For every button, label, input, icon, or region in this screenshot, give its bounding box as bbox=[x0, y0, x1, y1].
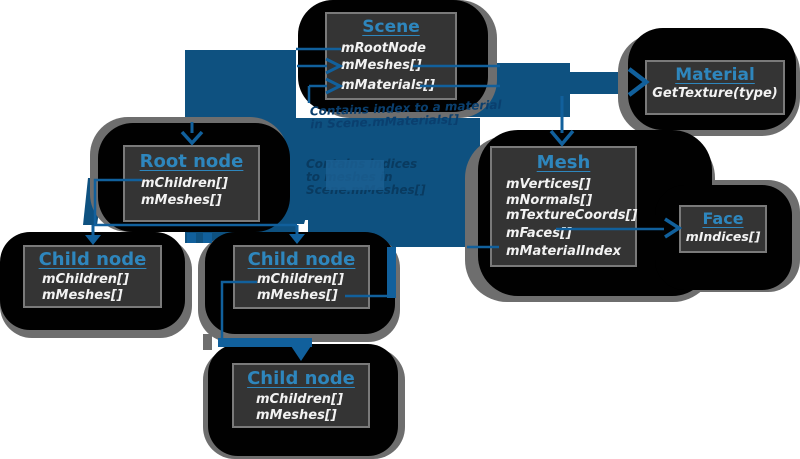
child-node-middle-field: mChildren[] bbox=[257, 272, 344, 287]
root-node-box: Root node mChildren[] mMeshes[] bbox=[123, 145, 260, 222]
material-note: Contains index to a material in Scene.mM… bbox=[310, 98, 503, 132]
root-node-title: Root node bbox=[139, 151, 244, 172]
scene-field: mRootNode bbox=[341, 41, 426, 56]
child-node-middle-title: Child node bbox=[247, 249, 356, 270]
material-field: GetTexture(type) bbox=[652, 86, 778, 101]
mesh-field: mMaterialIndex bbox=[506, 244, 621, 259]
child-node-left-box: Child node mChildren[] mMeshes[] bbox=[23, 245, 162, 308]
scene-field: mMaterials[] bbox=[341, 78, 436, 93]
child-node-bottom-field: mChildren[] bbox=[256, 392, 343, 407]
root-node-field: mChildren[] bbox=[141, 176, 228, 191]
child-node-bottom-box: Child node mChildren[] mMeshes[] bbox=[232, 363, 370, 428]
child-node-left-field: mChildren[] bbox=[42, 272, 129, 287]
child-node-middle-field: mMeshes[] bbox=[257, 288, 338, 303]
mesh-note-highlight bbox=[326, 160, 384, 190]
scene-field: mMeshes[] bbox=[341, 58, 422, 73]
child-node-middle-box: Child node mChildren[] mMeshes[] bbox=[233, 245, 370, 309]
face-title: Face bbox=[702, 209, 744, 228]
scene-title: Scene bbox=[362, 17, 420, 37]
mass-tip-left bbox=[187, 233, 196, 243]
child-node-left-field: mMeshes[] bbox=[42, 288, 123, 303]
face-field: mIndices[] bbox=[685, 229, 761, 244]
mass-wedge-right bbox=[292, 207, 309, 224]
child-node-left-title: Child node bbox=[38, 249, 147, 270]
root-node-field: mMeshes[] bbox=[141, 193, 222, 208]
mesh-field: mNormals[] bbox=[506, 192, 593, 208]
shadow-bridge bbox=[203, 334, 212, 350]
mesh-box: Mesh mVertices[] mNormals[] mTextureCoor… bbox=[490, 146, 637, 267]
child-node-bottom-title: Child node bbox=[247, 368, 355, 389]
face-box: Face mIndices[] bbox=[679, 205, 767, 253]
material-title: Material bbox=[675, 65, 755, 85]
mesh-field: mTextureCoords[] bbox=[506, 208, 638, 223]
scene-box: Scene mRootNode mMeshes[] mMaterials[] bbox=[325, 12, 457, 100]
child-node-bottom-field: mMeshes[] bbox=[256, 408, 337, 423]
mesh-field: mFaces[] bbox=[506, 225, 572, 241]
mesh-field: mVertices[] bbox=[506, 177, 591, 192]
mesh-title: Mesh bbox=[536, 152, 591, 173]
material-box: Material GetTexture(type) bbox=[645, 60, 785, 115]
